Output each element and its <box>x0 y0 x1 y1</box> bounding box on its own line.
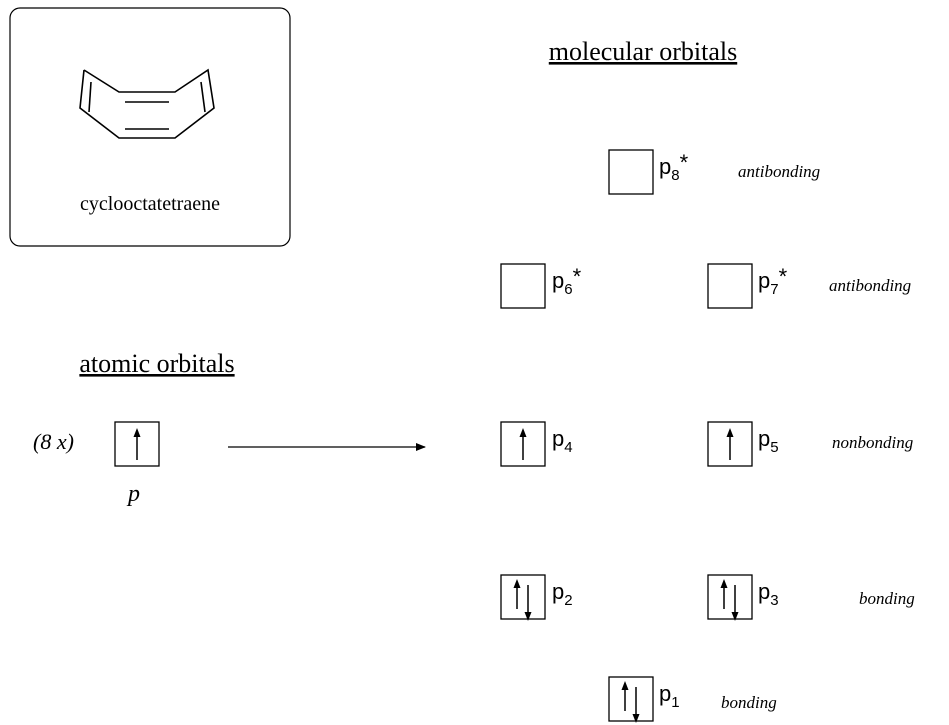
orbital-box-p3 <box>707 574 753 621</box>
orbital-label-p1: p1 <box>659 681 680 711</box>
spin-down-arrow <box>731 612 739 621</box>
orbital-square <box>500 421 546 467</box>
orbital-label-p3: p3 <box>758 579 779 609</box>
orbital-square <box>707 574 753 620</box>
level-label-nonbonding: nonbonding <box>832 433 913 452</box>
spin-down-arrow <box>524 612 532 621</box>
level-label-antibonding-mid: antibonding <box>829 276 911 295</box>
orbital-square <box>114 421 160 467</box>
spin-up-arrow <box>513 579 521 588</box>
orbital-label-p5: p5 <box>758 426 779 456</box>
atomic-orbitals-heading: atomic orbitals <box>79 349 234 378</box>
spin-up-arrow <box>133 428 141 437</box>
spin-up-arrow <box>720 579 728 588</box>
orbital-box-p1 <box>608 676 654 723</box>
orbital-box-p5 <box>707 421 753 467</box>
orbital-box-p4 <box>500 421 546 467</box>
orbital-square <box>608 676 654 722</box>
spin-up-arrow <box>621 681 629 690</box>
spin-up-arrow <box>519 428 527 437</box>
molecule-name: cyclooctatetraene <box>80 193 220 215</box>
atomic-orbital-label: p <box>126 481 140 507</box>
atomic-orbital-box <box>114 421 160 467</box>
orbital-square <box>707 421 753 467</box>
orbital-square <box>608 149 654 195</box>
orbital-label-p2: p2 <box>552 579 573 609</box>
level-label-antibonding-top: antibonding <box>738 162 820 181</box>
level-label-bonding-mid: bonding <box>859 589 915 608</box>
orbital-square <box>500 263 546 309</box>
spin-down-arrow <box>632 714 640 723</box>
molecule-panel <box>9 7 291 247</box>
spin-up-arrow <box>726 428 734 437</box>
cyclooctatetraene-structure <box>79 68 215 139</box>
orbital-square <box>500 574 546 620</box>
orbital-label-p6: p6* <box>552 264 582 298</box>
orbital-box-p7 <box>707 263 753 309</box>
orbital-box-p8 <box>608 149 654 195</box>
molecular-orbitals-heading: molecular orbitals <box>549 37 737 66</box>
orbital-label-p4: p4 <box>552 426 573 456</box>
level-label-bonding-bottom: bonding <box>721 693 777 712</box>
orbital-box-p2 <box>500 574 546 621</box>
orbital-label-p8: p8* <box>659 150 689 184</box>
atomic-multiplier: (8 x) <box>33 429 74 454</box>
orbital-label-p7: p7* <box>758 264 788 298</box>
orbital-box-p6 <box>500 263 546 309</box>
orbital-square <box>707 263 753 309</box>
